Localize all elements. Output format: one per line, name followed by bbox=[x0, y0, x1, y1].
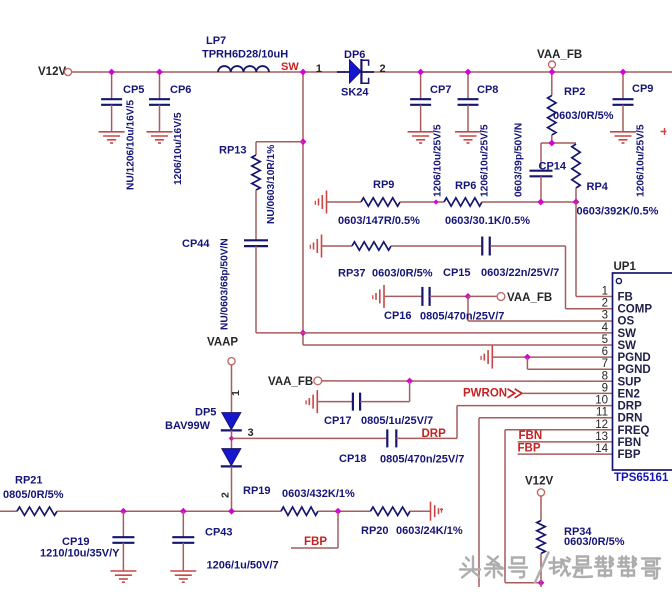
svg-text:DRP: DRP bbox=[618, 401, 643, 413]
svg-text:3: 3 bbox=[248, 427, 254, 439]
svg-text:13: 13 bbox=[595, 431, 608, 443]
svg-text:EN2: EN2 bbox=[618, 388, 640, 400]
svg-text:PGND: PGND bbox=[618, 364, 651, 376]
svg-text:RP21: RP21 bbox=[15, 475, 43, 487]
svg-text:CP44: CP44 bbox=[182, 238, 210, 250]
svg-text:VAAP: VAAP bbox=[207, 337, 238, 349]
svg-text:VAA_FB: VAA_FB bbox=[507, 292, 552, 304]
svg-text:0805/470n/25V/7: 0805/470n/25V/7 bbox=[420, 311, 504, 323]
svg-text:CP18: CP18 bbox=[339, 453, 367, 465]
svg-text:RP2: RP2 bbox=[564, 86, 585, 98]
svg-text:6: 6 bbox=[602, 346, 608, 358]
svg-text:PGND: PGND bbox=[618, 352, 651, 364]
svg-text:2: 2 bbox=[380, 63, 386, 75]
svg-text:PWRON: PWRON bbox=[463, 388, 507, 400]
svg-text:12: 12 bbox=[595, 419, 608, 431]
svg-text:CP43: CP43 bbox=[205, 527, 233, 539]
svg-text:DP5: DP5 bbox=[195, 407, 216, 419]
svg-text:0805/0R/5%: 0805/0R/5% bbox=[3, 489, 64, 501]
svg-text:5: 5 bbox=[602, 334, 608, 346]
svg-text:0603/432K/1%: 0603/432K/1% bbox=[282, 488, 355, 500]
svg-text:2: 2 bbox=[602, 298, 608, 310]
svg-text:1: 1 bbox=[602, 286, 608, 298]
svg-text:7: 7 bbox=[602, 358, 608, 370]
svg-text:CP15: CP15 bbox=[443, 267, 471, 279]
svg-text:RP13: RP13 bbox=[219, 145, 247, 157]
svg-text:RP4: RP4 bbox=[587, 181, 609, 193]
svg-text:SK24: SK24 bbox=[341, 87, 369, 99]
svg-text:0603/0R/5%: 0603/0R/5% bbox=[564, 536, 625, 548]
svg-text:CP7: CP7 bbox=[430, 84, 451, 96]
svg-text:RP19: RP19 bbox=[243, 485, 271, 497]
svg-text:0805/470n/25V/7: 0805/470n/25V/7 bbox=[380, 454, 464, 466]
svg-text:BAV99W: BAV99W bbox=[165, 420, 211, 432]
svg-text:CP16: CP16 bbox=[384, 310, 412, 322]
svg-text:1206/10u/25V/5: 1206/10u/25V/5 bbox=[636, 124, 647, 197]
svg-text:CP9: CP9 bbox=[632, 83, 653, 95]
svg-text:0603/30.1K/0.5%: 0603/30.1K/0.5% bbox=[445, 215, 530, 227]
svg-text:NU/0603/68p/50V/N: NU/0603/68p/50V/N bbox=[220, 238, 231, 330]
svg-text:11: 11 bbox=[596, 407, 608, 419]
svg-text:FBP: FBP bbox=[304, 536, 327, 548]
svg-text:CP8: CP8 bbox=[477, 84, 498, 96]
svg-text:COMP: COMP bbox=[618, 304, 653, 316]
svg-text:0603/0R/5%: 0603/0R/5% bbox=[553, 110, 614, 122]
svg-text:1: 1 bbox=[316, 63, 322, 75]
svg-text:1206/10u/25V/5: 1206/10u/25V/5 bbox=[433, 124, 444, 197]
svg-text:SW: SW bbox=[618, 328, 637, 340]
svg-text:RP20: RP20 bbox=[361, 525, 389, 537]
svg-text:RP9: RP9 bbox=[373, 179, 394, 191]
svg-text:SW: SW bbox=[618, 340, 637, 352]
svg-text:SUP: SUP bbox=[618, 376, 642, 388]
svg-text:FBP: FBP bbox=[518, 443, 541, 455]
svg-text:UP1: UP1 bbox=[614, 261, 637, 273]
svg-text:1206/10u/16V/5: 1206/10u/16V/5 bbox=[173, 112, 184, 185]
svg-text:0603/0R/5%: 0603/0R/5% bbox=[372, 268, 433, 280]
svg-text:1206/10u/25V/5: 1206/10u/25V/5 bbox=[480, 124, 491, 197]
svg-text:RP6: RP6 bbox=[455, 180, 476, 192]
svg-text:V12V: V12V bbox=[525, 476, 553, 488]
svg-text:OS: OS bbox=[618, 316, 635, 328]
svg-text:TPS65161: TPS65161 bbox=[614, 472, 669, 484]
svg-text:DRP: DRP bbox=[422, 428, 447, 440]
svg-text:2: 2 bbox=[220, 492, 232, 498]
svg-text:DP6: DP6 bbox=[344, 49, 365, 61]
svg-text:NU/0603/10R/1%: NU/0603/10R/1% bbox=[266, 145, 277, 224]
svg-text:RP37: RP37 bbox=[338, 268, 366, 280]
svg-text:0805/1u/25V/7: 0805/1u/25V/7 bbox=[361, 415, 433, 427]
svg-text:1206/1u/50V/7: 1206/1u/50V/7 bbox=[207, 560, 279, 572]
svg-text:TPRH6D28/10uH: TPRH6D28/10uH bbox=[202, 49, 288, 61]
svg-text:DRN: DRN bbox=[618, 413, 643, 425]
svg-text:CP19: CP19 bbox=[62, 536, 90, 548]
svg-text:0603/39p/50V/N: 0603/39p/50V/N bbox=[514, 123, 525, 197]
svg-text:1210/10u/35V/Y: 1210/10u/35V/Y bbox=[40, 548, 120, 560]
svg-text:CP17: CP17 bbox=[324, 415, 352, 427]
svg-text:8: 8 bbox=[602, 370, 608, 382]
svg-text:V12V: V12V bbox=[38, 66, 66, 78]
svg-text:9: 9 bbox=[602, 382, 608, 394]
svg-text:LP7: LP7 bbox=[206, 35, 226, 47]
svg-text:FBN: FBN bbox=[519, 430, 543, 442]
svg-text:FB: FB bbox=[618, 292, 633, 304]
svg-text:0603/392K/0.5%: 0603/392K/0.5% bbox=[577, 206, 659, 218]
svg-text:0603/22n/25V/7: 0603/22n/25V/7 bbox=[481, 267, 559, 279]
svg-text:NU/1206/10u/16V/5: NU/1206/10u/16V/5 bbox=[126, 100, 137, 190]
svg-text:CP14: CP14 bbox=[539, 161, 567, 173]
svg-text:SW: SW bbox=[281, 61, 299, 73]
svg-text:CP5: CP5 bbox=[123, 84, 144, 96]
svg-text:0603/147R/0.5%: 0603/147R/0.5% bbox=[338, 215, 420, 227]
svg-text:VAA_FB: VAA_FB bbox=[268, 376, 313, 388]
svg-text:FREQ: FREQ bbox=[618, 425, 650, 437]
svg-text:VAA_FB: VAA_FB bbox=[537, 49, 582, 61]
svg-text:10: 10 bbox=[595, 395, 608, 407]
svg-text:14: 14 bbox=[595, 443, 608, 455]
svg-text:FBN: FBN bbox=[618, 437, 642, 449]
svg-text:3: 3 bbox=[602, 310, 608, 322]
svg-text:CP6: CP6 bbox=[170, 84, 191, 96]
svg-text:4: 4 bbox=[602, 322, 609, 334]
svg-text:0603/24K/1%: 0603/24K/1% bbox=[396, 525, 463, 537]
svg-text:FBP: FBP bbox=[618, 449, 641, 461]
svg-text:1: 1 bbox=[230, 390, 242, 396]
